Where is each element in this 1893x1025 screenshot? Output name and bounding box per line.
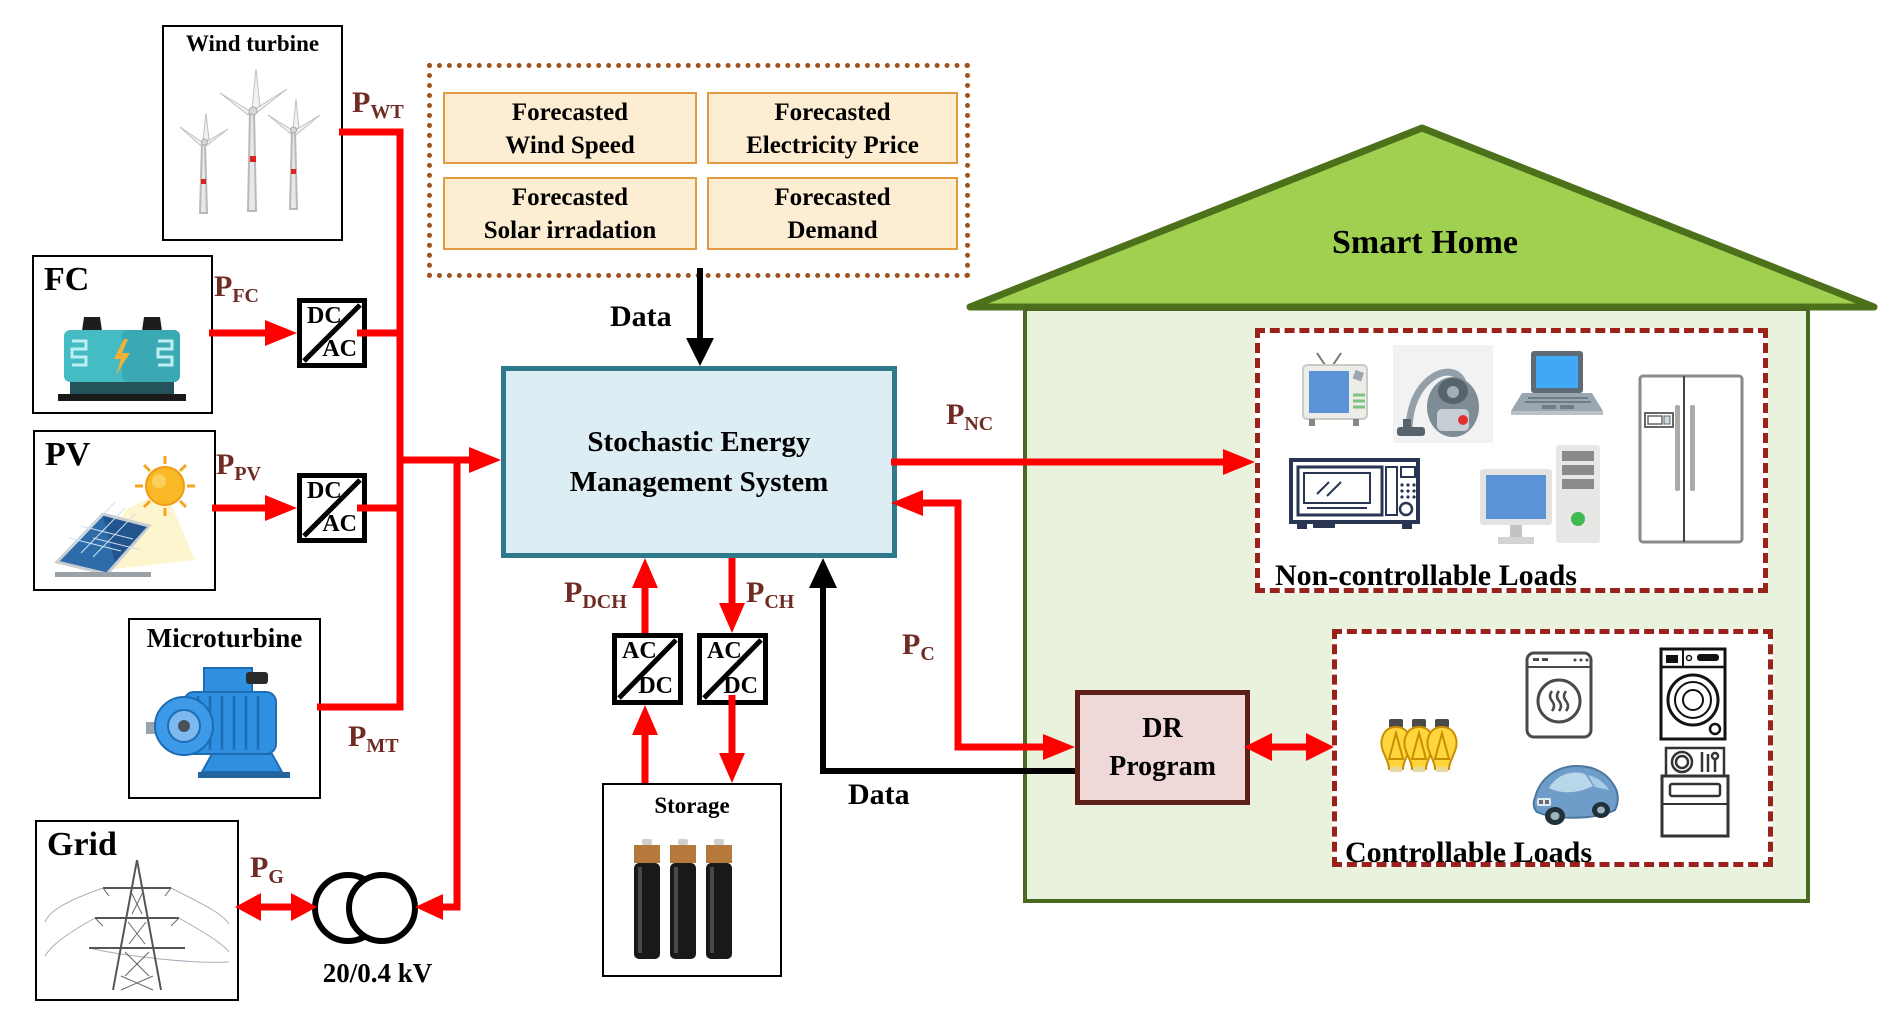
transformer-arrowhead	[415, 894, 443, 920]
converter-ac-label: AC	[322, 336, 357, 362]
microturbine-box: Microturbine	[128, 618, 321, 799]
forecast-line2: Wind Speed	[505, 132, 635, 159]
controllable-loads-label: Controllable Loads	[1345, 836, 1592, 869]
forecast-line1: Forecasted	[774, 184, 891, 211]
fc-label: FC	[44, 261, 90, 298]
wind-turbine-label: Wind turbine	[185, 31, 320, 56]
tv-icon	[1297, 351, 1373, 429]
converter-dc-label: DC	[307, 478, 342, 504]
ch-arrowhead-lower	[719, 753, 745, 783]
washing-machine-icon	[1659, 647, 1727, 741]
forecast-demand-box: Forecasted Demand	[707, 177, 958, 250]
grid-box: Grid	[35, 820, 239, 1001]
storage-box: Storage	[602, 783, 782, 977]
grid-tower-icon	[43, 852, 231, 994]
sems-input-arrowhead	[469, 447, 501, 473]
grid-label: Grid	[47, 826, 117, 863]
fc-box: FC	[32, 255, 213, 414]
sems-line2: Management System	[569, 466, 829, 498]
desktop-computer-icon	[1480, 443, 1602, 547]
dch-arrowhead-upper	[632, 558, 658, 588]
p-wt-label: PWT	[352, 86, 404, 123]
non-controllable-loads-label: Non-controllable Loads	[1275, 559, 1577, 592]
forecast-line2: Electricity Price	[746, 132, 919, 159]
light-bulbs-icon	[1373, 717, 1465, 781]
converter-ac-label: AC	[622, 638, 657, 664]
fc-dc-ac-converter: DC AC	[297, 298, 367, 368]
dch-arrowhead-lower	[632, 705, 658, 735]
ch-arrowhead-upper	[719, 603, 745, 633]
forecast-line1: Forecasted	[774, 99, 891, 126]
converter-dc-label: DC	[723, 673, 758, 699]
forecast-wind-speed-box: Forecasted Wind Speed	[443, 92, 697, 164]
p-fc-label: PFC	[214, 270, 259, 307]
dishwasher-icon	[1660, 746, 1730, 840]
pv-arrowhead	[265, 495, 297, 521]
microturbine-motor-icon	[142, 660, 307, 790]
grid-arrowhead-right	[291, 893, 317, 921]
p-c-label: PC	[902, 628, 935, 665]
data-arrowhead-top	[686, 338, 714, 366]
transformer-coils-icon	[312, 872, 418, 944]
converter-dc-label: DC	[638, 673, 673, 699]
pv-label: PV	[45, 436, 91, 473]
battery-storage-icon	[632, 827, 752, 967]
refrigerator-icon	[1637, 373, 1745, 545]
pv-dc-ac-converter: DC AC	[297, 473, 367, 543]
forecast-electricity-price-box: Forecasted Electricity Price	[707, 92, 958, 164]
controllable-loads-box: Controllable Loads	[1332, 629, 1773, 869]
data-label-dr: Data	[848, 778, 910, 811]
sems-box: Stochastic Energy Management System	[501, 366, 897, 558]
charge-ac-dc-converter: AC DC	[697, 633, 768, 705]
transformer-rating-label: 20/0.4 kV	[322, 958, 433, 988]
microwave-icon	[1289, 458, 1420, 532]
electric-car-icon	[1525, 750, 1625, 836]
forecast-solar-irradation-box: Forecasted Solar irradation	[443, 177, 697, 250]
converter-dc-label: DC	[307, 303, 342, 329]
wind-turbine-box: Wind turbine	[162, 25, 343, 241]
p-mt-label: PMT	[348, 720, 399, 757]
p-dch-label: PDCH	[564, 576, 627, 613]
sems-line1: Stochastic Energy	[587, 426, 811, 458]
data-label-forecast: Data	[610, 300, 672, 333]
dr-program-box: DR Program	[1075, 690, 1250, 805]
solar-panel-sun-icon	[45, 450, 205, 582]
discharge-ac-dc-converter: AC DC	[612, 633, 683, 705]
microturbine-label: Microturbine	[146, 623, 303, 653]
p-pv-label: PPV	[216, 448, 261, 485]
converter-ac-label: AC	[322, 511, 357, 537]
wind-turbines-icon	[172, 61, 332, 233]
p-g-label: PG	[250, 851, 284, 888]
vacuum-cleaner-icon	[1393, 345, 1493, 443]
data-arrowhead-dr	[809, 558, 837, 588]
smart-home-title: Smart Home	[1331, 224, 1518, 261]
storage-label: Storage	[654, 793, 730, 818]
forecast-line2: Demand	[787, 217, 878, 244]
p-ch-label: PCH	[746, 576, 795, 613]
forecast-line1: Forecasted	[511, 184, 629, 211]
forecast-line2: Solar irradation	[483, 217, 657, 244]
non-controllable-loads-box: Non-controllable Loads	[1255, 328, 1768, 593]
converter-ac-label: AC	[707, 638, 742, 664]
p-nc-label: PNC	[946, 398, 994, 435]
forecast-line1: Forecasted	[511, 99, 629, 126]
dryer-icon	[1525, 651, 1593, 739]
dr-line1: DR	[1142, 712, 1183, 744]
fc-arrowhead	[265, 320, 297, 346]
dr-line2: Program	[1109, 750, 1216, 782]
fuel-cell-icon	[52, 305, 192, 405]
pv-box: PV	[33, 430, 216, 591]
laptop-icon	[1508, 349, 1603, 431]
forecast-group: Forecasted Wind Speed Forecasted Electri…	[427, 63, 970, 278]
